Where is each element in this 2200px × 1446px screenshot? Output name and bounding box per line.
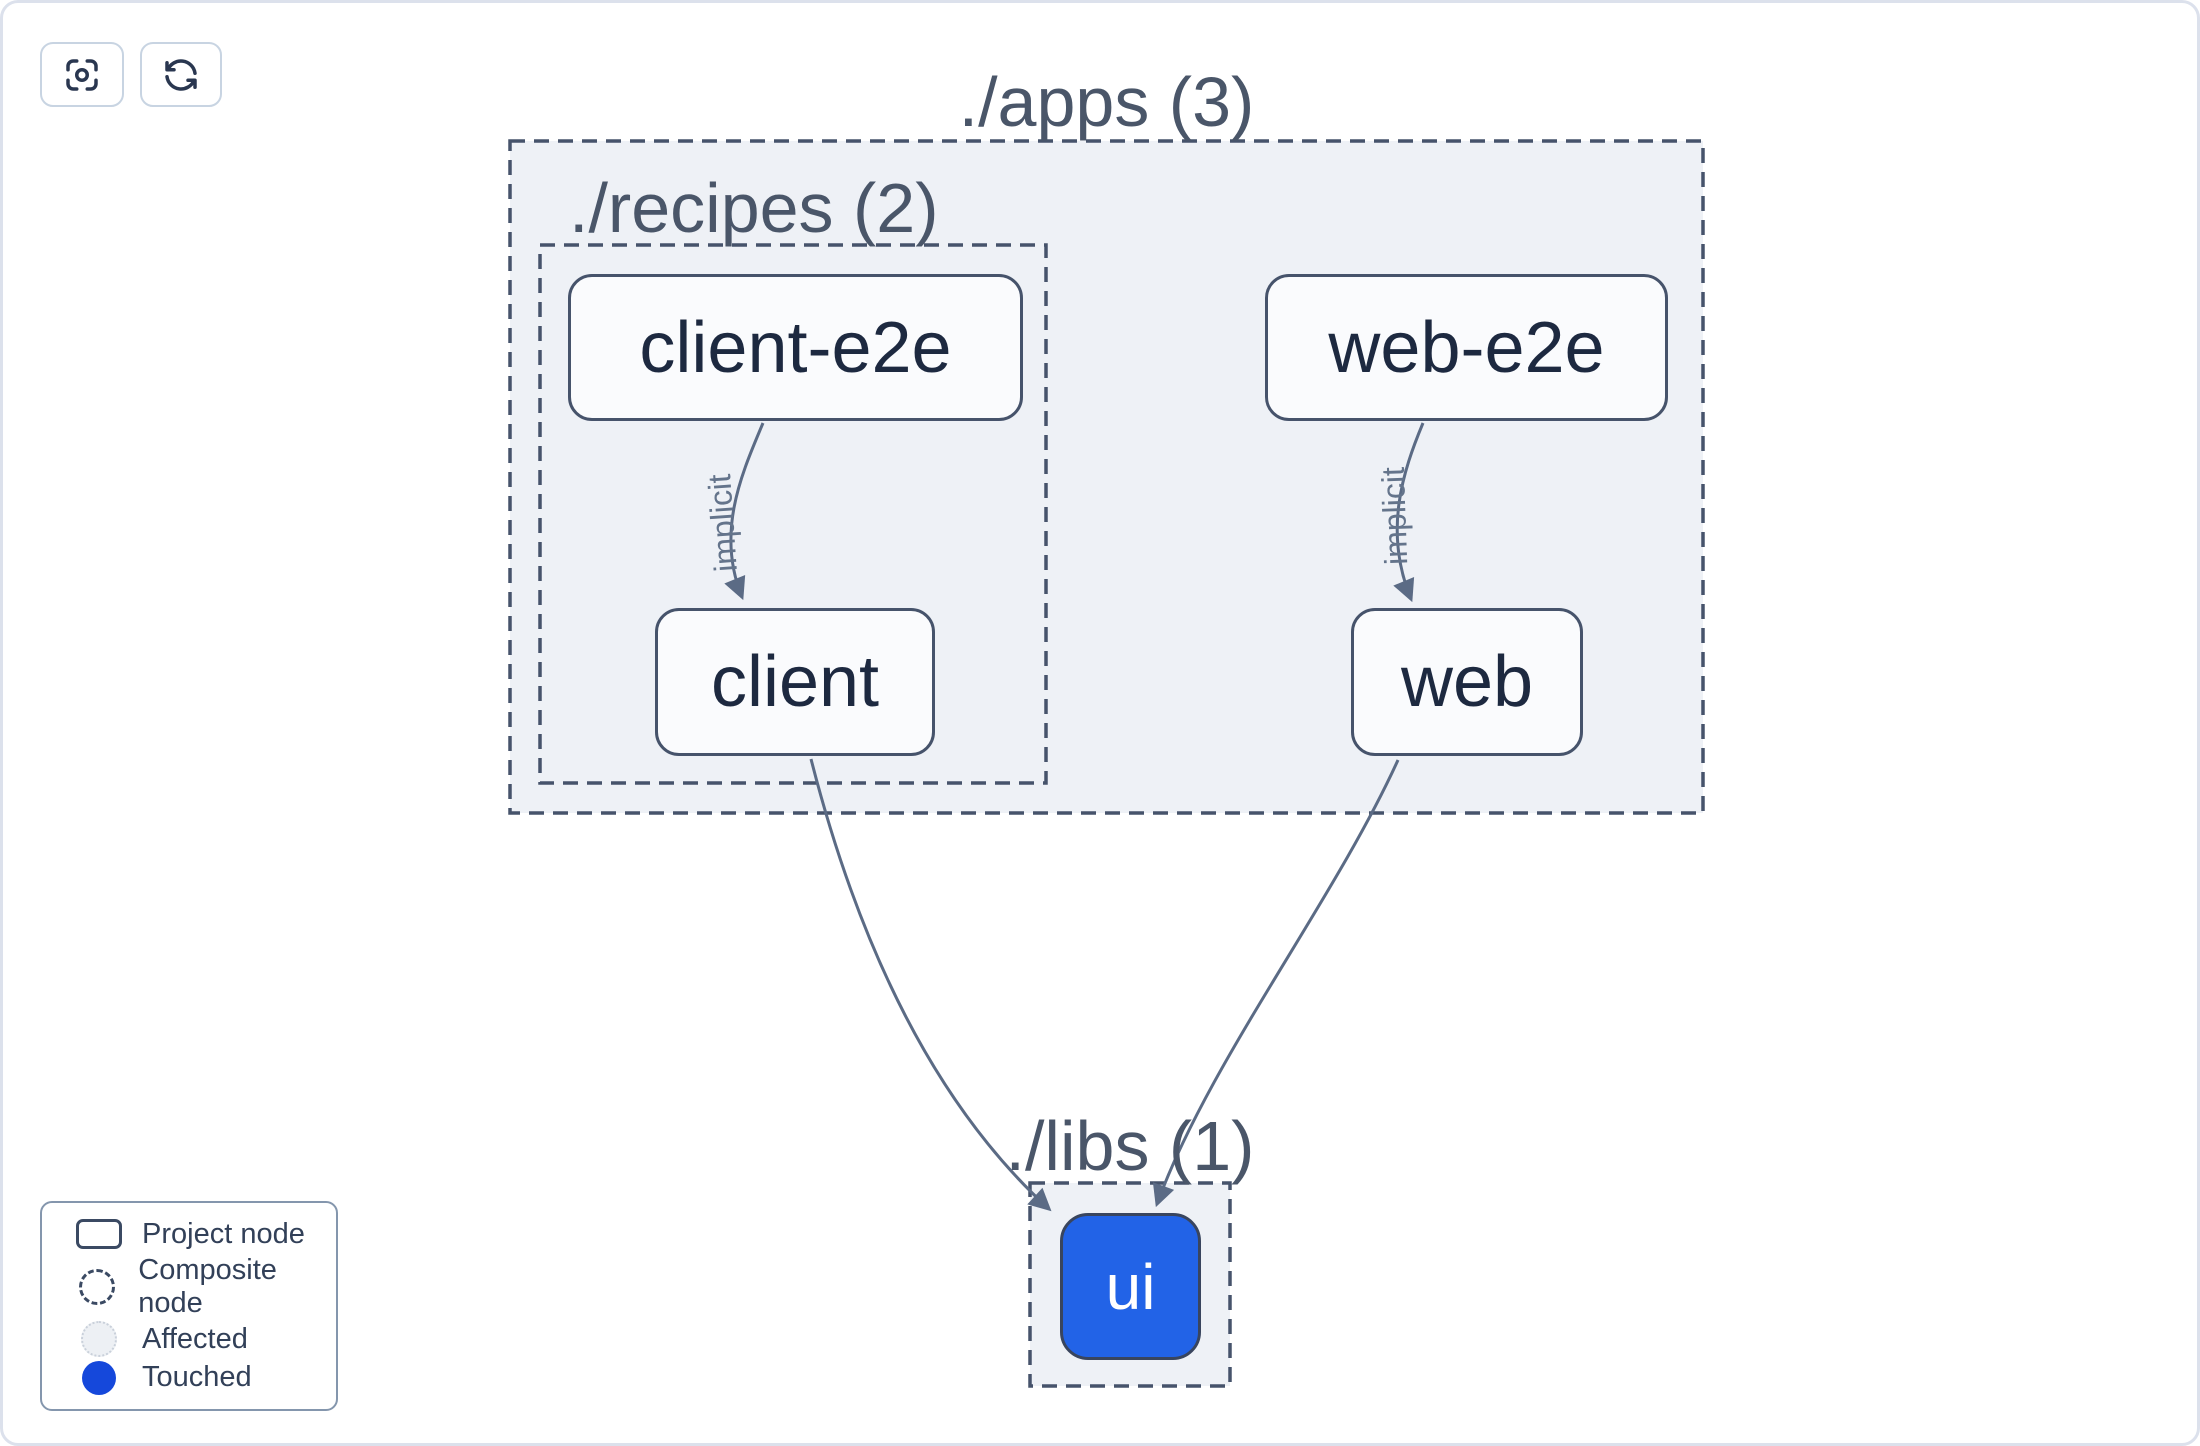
touched-swatch (82, 1360, 116, 1395)
legend-label: Project node (142, 1217, 305, 1250)
affected-swatch (81, 1321, 117, 1357)
composite-node-swatch (79, 1268, 116, 1305)
legend-label: Affected (142, 1322, 248, 1355)
legend: Project node Composite node Affected Tou… (40, 1201, 338, 1411)
project-node-web-e2e[interactable]: web-e2e (1265, 274, 1668, 421)
legend-label: Touched (142, 1361, 252, 1394)
edge-web-e2e-to-web[interactable] (1393, 422, 1425, 603)
project-node-client-e2e[interactable]: client-e2e (568, 274, 1023, 421)
edge-label-implicit-left: implicit (701, 473, 744, 574)
edge-web-to-ui[interactable] (1152, 759, 1400, 1208)
container-title-recipes: ./recipes (2) (569, 169, 939, 247)
focus-icon (66, 58, 98, 91)
legend-item-touched: Touched (42, 1358, 336, 1397)
refresh-button[interactable] (140, 42, 222, 107)
project-node-client[interactable]: client (655, 608, 935, 756)
edge-client-to-ui[interactable] (809, 758, 1052, 1212)
legend-item-composite-node: Composite node (42, 1254, 336, 1320)
container-title-apps: ./apps (3) (958, 63, 1255, 141)
legend-label: Composite node (138, 1253, 277, 1319)
edge-client-e2e-to-client[interactable] (724, 422, 765, 601)
project-node-ui[interactable]: ui (1060, 1213, 1201, 1360)
center-graph-button[interactable] (40, 42, 124, 107)
refresh-icon (165, 58, 197, 91)
legend-item-affected: Affected (42, 1320, 336, 1359)
legend-item-project-node: Project node (42, 1215, 336, 1254)
edge-label-implicit-right: implicit (1374, 466, 1415, 566)
container-title-libs: ./libs (1) (1005, 1107, 1255, 1185)
project-node-swatch (76, 1219, 122, 1250)
project-node-web[interactable]: web (1351, 608, 1583, 756)
